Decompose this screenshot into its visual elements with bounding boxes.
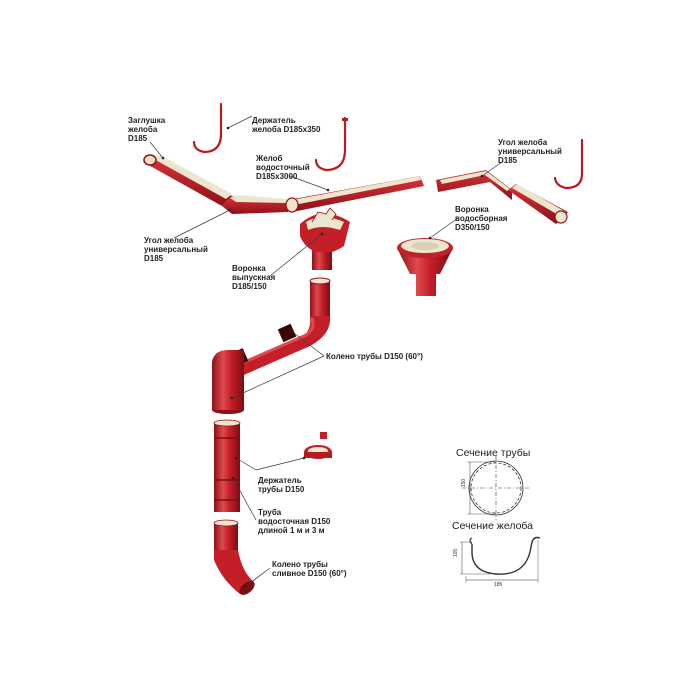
gutter-section-height: 105: [453, 549, 459, 557]
label-drain-elbow: Колено трубы сливное D150 (60°): [272, 560, 347, 578]
gutter-corner-left: [222, 195, 290, 214]
gutter-section-width: 185: [494, 582, 502, 588]
label-gutter-bracket: Держатель желоба D185x350: [252, 116, 320, 134]
gutter-section-drawing: [460, 538, 540, 584]
label-end-cap: Заглушка желоба D185: [128, 116, 165, 143]
gutter-right-section: [508, 184, 568, 224]
outlet-funnel: [300, 208, 350, 270]
drain-elbow: [214, 520, 257, 598]
downpipe: [214, 420, 240, 512]
gutter-left-section: [143, 155, 232, 206]
gutter-bracket-middle: [316, 118, 348, 170]
pipe-bracket: [304, 432, 332, 459]
label-outlet-funnel: Воронка выпускная D185/150: [232, 264, 275, 291]
end-cap: [144, 155, 156, 165]
label-elbow: Колено трубы D150 (60°): [326, 352, 423, 361]
label-pipe: Труба водосточная D150 длиной 1 м и 3 м: [258, 508, 330, 535]
pipe-section-dimension: 150: [461, 479, 467, 487]
pipe-section-drawing: [462, 456, 530, 520]
label-collector-funnel: Воронка водосборная D350/150: [455, 205, 507, 232]
label-pipe-bracket: Держатель трубы D150: [258, 476, 304, 494]
collector-funnel: [397, 238, 453, 296]
gutter-bracket-left: [194, 104, 221, 152]
label-corner-left: Угол желоба универсальный D185: [144, 236, 208, 263]
gutter-section-title: Сечение желоба: [452, 520, 533, 532]
gutter-corner-right: [436, 170, 512, 200]
gutter-main: [286, 176, 424, 212]
label-corner-right: Угол желоба универсальный D185: [498, 138, 562, 165]
label-gutter: Желоб водосточный D185x3000: [256, 154, 310, 181]
pipe-elbow-assembly: [212, 278, 330, 414]
pipe-section-title: Сечение трубы: [456, 447, 530, 459]
